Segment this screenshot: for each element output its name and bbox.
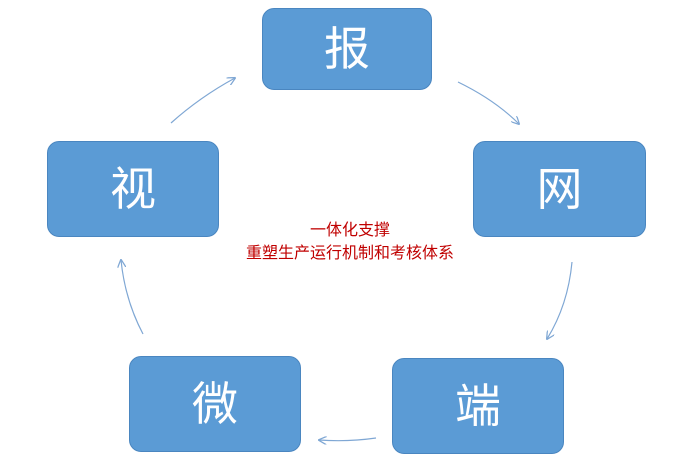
node-label: 微 <box>192 377 238 431</box>
arrow-duan-to-wei <box>319 438 377 441</box>
node-label: 报 <box>324 22 370 76</box>
node-label: 网 <box>536 162 583 216</box>
center-caption-line-2: 重塑生产运行机制和考核体系 <box>245 243 454 262</box>
node-bao: 报 <box>262 8 432 90</box>
arrow-shi-to-bao <box>170 78 235 124</box>
arrow-bao-to-wang <box>457 81 519 124</box>
node-wang: 网 <box>473 141 646 237</box>
center-caption-line-1: 一体化支撑 <box>309 220 390 239</box>
arrow-wang-to-duan <box>547 261 573 339</box>
node-wei: 微 <box>129 356 301 452</box>
node-label: 端 <box>455 379 501 433</box>
arrow-wei-to-shi <box>121 260 144 335</box>
node-label: 视 <box>110 162 156 216</box>
node-duan: 端 <box>392 358 564 454</box>
node-shi: 视 <box>47 141 219 237</box>
